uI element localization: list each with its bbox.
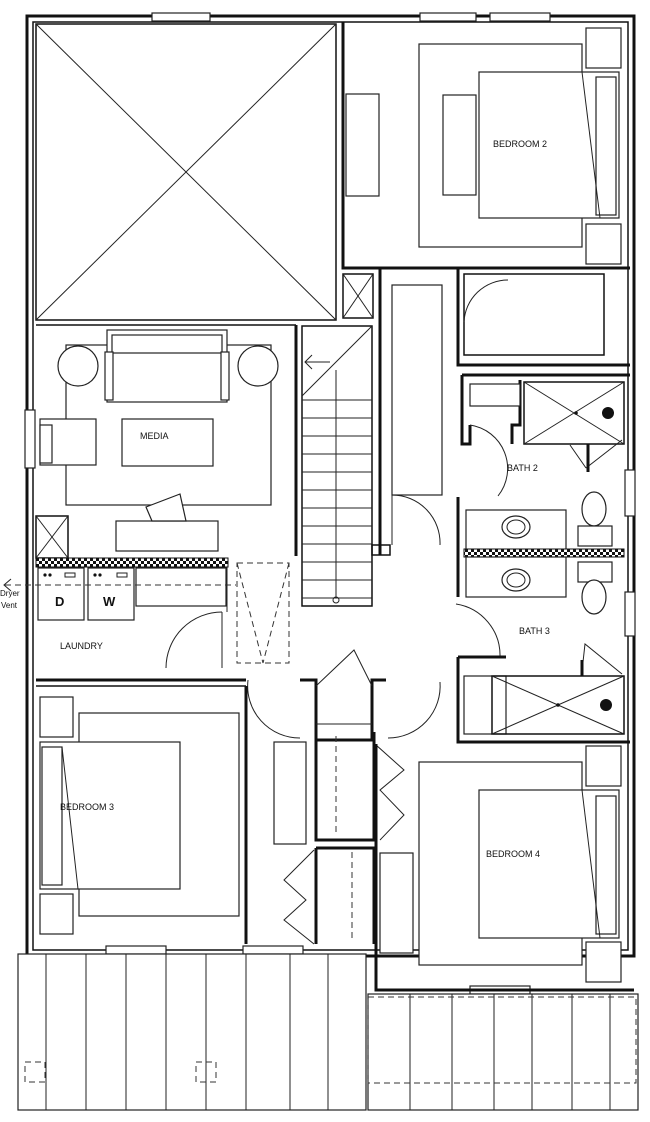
- deck-right: [367, 993, 639, 1111]
- bedroom-4: BEDROOM 4: [374, 744, 634, 992]
- hall-linen: [391, 284, 443, 546]
- interior-walls-west: [36, 325, 298, 687]
- laundry-room: D W LAUNDRY Dryer Vent: [0, 515, 290, 669]
- room-label-bedroom-4: BEDROOM 4: [486, 849, 540, 859]
- room-label-bedroom-2: BEDROOM 2: [493, 139, 547, 149]
- bedroom-3: BEDROOM 3: [39, 686, 248, 944]
- dryer-vent-label-2: Vent: [1, 601, 18, 610]
- bedroom-2: BEDROOM 2: [341, 22, 630, 555]
- bath-vanities: [456, 491, 625, 615]
- bath-2: BATH 2: [456, 268, 630, 497]
- washer-label: W: [103, 594, 116, 609]
- hall-closets: [247, 649, 441, 945]
- staircase: [301, 325, 391, 607]
- media-room: MEDIA: [39, 329, 279, 552]
- stair-treads: [302, 399, 372, 599]
- deck-left: [17, 953, 367, 1111]
- room-label-laundry: LAUNDRY: [60, 641, 103, 651]
- bath-3: BATH 3: [455, 603, 630, 744]
- dryer-vent-label-1: Dryer: [0, 589, 20, 598]
- room-label-bath-3: BATH 3: [519, 626, 550, 636]
- room-label-bath-2: BATH 2: [507, 463, 538, 473]
- open-to-below: [35, 23, 337, 326]
- chase-box: [342, 273, 374, 319]
- room-label-bedroom-3: BEDROOM 3: [60, 802, 114, 812]
- dryer-label: D: [55, 594, 64, 609]
- room-label-media: MEDIA: [140, 431, 169, 441]
